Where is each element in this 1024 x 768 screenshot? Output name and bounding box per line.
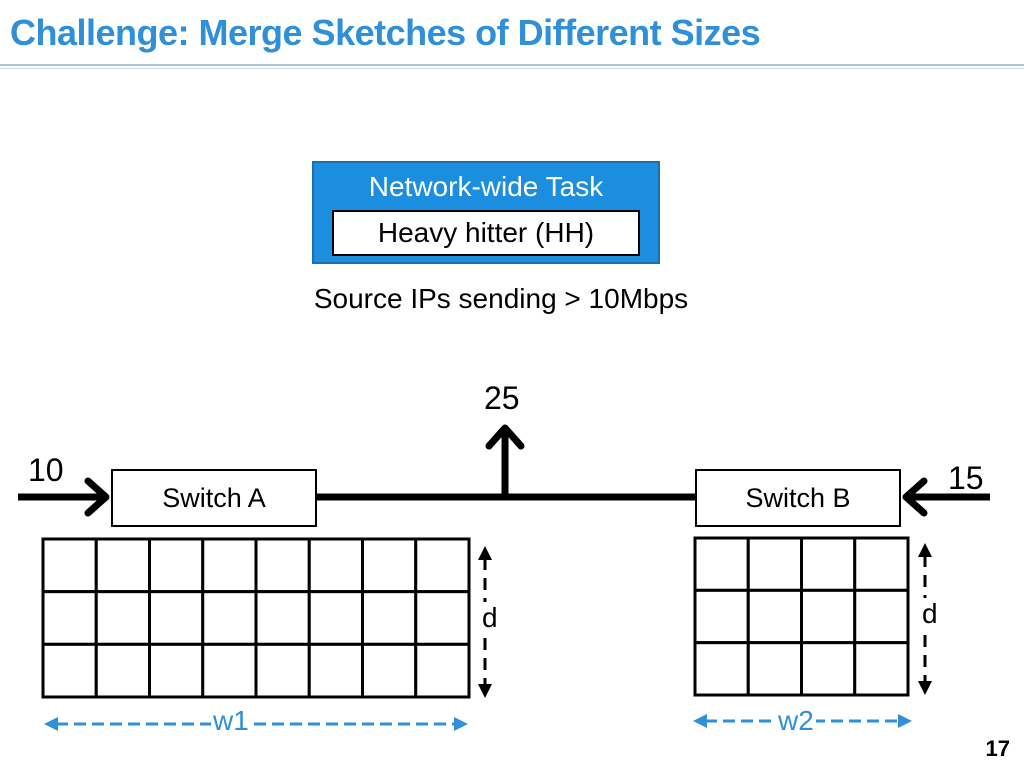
depth-arrow-a-top [478,546,492,560]
sketch-b-grid [693,536,910,697]
sketch-b-cell [693,641,750,697]
width-arrow-b-right [898,714,912,728]
sketch-a-grid [41,537,471,699]
sketch-b-cell [853,588,910,645]
sketch-b-cell [693,588,750,645]
sketch-a-cell [254,590,311,646]
task-description: Source IPs sending > 10Mbps [313,283,689,314]
sketch-a-cell [414,590,471,646]
sketch-b-cell [746,641,803,697]
width-arrow-b-left [693,714,707,728]
sketch-a-cell [254,537,311,594]
title-divider [0,64,1024,70]
sketch-b-cell [800,588,857,645]
output-arrow-head [485,424,525,450]
sketch-a-cell [201,642,258,699]
right-input-flow-value: 15 [948,460,984,496]
sketch-a-cell [201,537,258,594]
network-task-box: Network-wide Task Heavy hitter (HH) [312,161,660,264]
output-flow-value: 25 [484,380,520,416]
sketch-a-cell [148,642,205,699]
sketch-a-cell [361,537,418,594]
depth-label-a: d [482,602,498,634]
sketch-a-cell [254,642,311,699]
sketch-b-cell [800,536,857,592]
sketch-a-cell [41,590,98,646]
sketch-b-cell [800,641,857,697]
sketch-b-cell [693,536,750,592]
depth-label-b: d [922,598,938,630]
sketch-a-cell [41,537,98,594]
sketch-a-cell [94,642,151,699]
sketch-a-cell [361,590,418,646]
switch-a: Switch A [111,469,317,527]
width-label-b: w2 [776,705,816,737]
sketch-b-cell [853,536,910,592]
switch-b: Switch B [695,469,901,527]
width-arrow-a-left [44,717,58,731]
sketch-a-cell [94,537,151,594]
depth-arrow-a-bottom [478,684,492,698]
sketch-a-cell [41,642,98,699]
sketch-b-cell [746,536,803,592]
page-number: 17 [985,736,1010,761]
slide-title: Challenge: Merge Sketches of Different S… [10,12,761,53]
sketch-a-cell [307,642,364,699]
task-heading: Network-wide Task [368,171,604,202]
width-label-a: w1 [211,705,251,737]
sketch-a-cell [94,590,151,646]
sketch-a-cell [148,590,205,646]
left-input-arrow-head [84,477,110,517]
sketch-a-cell [414,537,471,594]
right-input-arrow-head [902,477,928,517]
sketch-a-cell [201,590,258,646]
sketch-a-cell [307,537,364,594]
depth-arrow-b-top [918,543,932,557]
left-input-flow-value: 10 [28,452,64,488]
task-name: Heavy hitter (HH) [332,210,640,256]
depth-arrow-b-bottom [918,681,932,695]
sketch-a-cell [307,590,364,646]
sketch-b-cell [853,641,910,697]
sketch-b-cell [746,588,803,645]
sketch-a-cell [361,642,418,699]
sketch-a-cell [148,537,205,594]
sketch-a-cell [414,642,471,699]
width-arrow-a-right [454,717,468,731]
